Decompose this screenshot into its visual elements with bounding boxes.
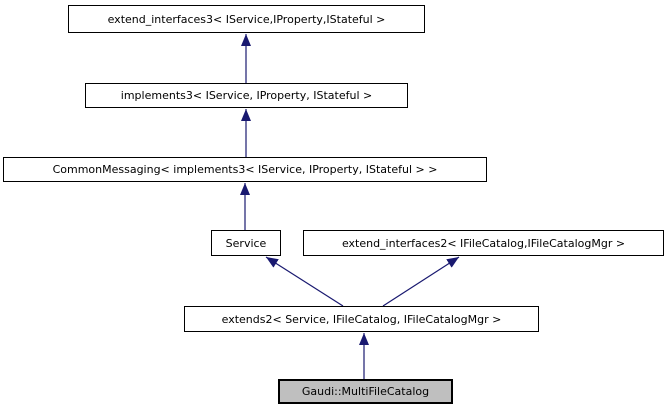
class-node-common-messaging[interactable]: CommonMessaging< implements3< IService, … <box>3 157 487 182</box>
class-node-extends2[interactable]: extends2< Service, IFileCatalog, IFileCa… <box>184 306 539 332</box>
class-node-extend-interfaces3[interactable]: extend_interfaces3< IService,IProperty,I… <box>68 5 425 33</box>
class-node-implements3[interactable]: implements3< IService, IProperty, IState… <box>85 83 408 108</box>
class-node-extend-interfaces2[interactable]: extend_interfaces2< IFileCatalog,IFileCa… <box>303 230 664 256</box>
arrow-extends2-to-service <box>265 256 344 307</box>
class-node-service[interactable]: Service <box>211 230 281 256</box>
class-node-multi-file-catalog-current: Gaudi::MultiFileCatalog <box>278 379 453 404</box>
arrow-extends2-to-extend-interfaces2 <box>382 256 460 307</box>
